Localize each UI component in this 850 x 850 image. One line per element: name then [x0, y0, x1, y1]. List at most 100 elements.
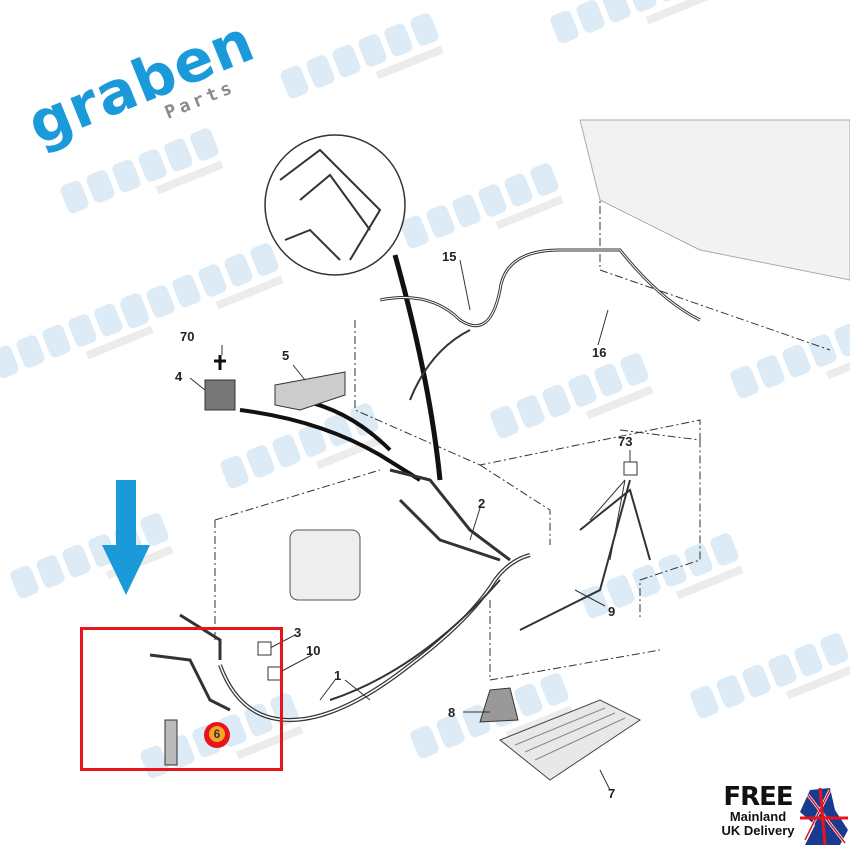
watermark-letter-shape	[576, 0, 605, 33]
callout-73: 73	[618, 434, 633, 449]
watermark-letter-shape	[756, 355, 785, 388]
watermark-letter-shape	[190, 128, 219, 161]
watermark	[10, 513, 174, 599]
highlight-box	[80, 627, 283, 771]
watermark	[490, 353, 654, 439]
watermark-letter-shape	[60, 180, 89, 214]
watermark-letter-shape	[516, 395, 545, 428]
watermark-letter-shape	[690, 685, 719, 719]
watermark-letter-shape	[86, 170, 115, 203]
pump-drawing	[289, 529, 361, 601]
watermark-sub-shape	[315, 435, 384, 470]
watermark-letter-shape	[410, 13, 439, 46]
watermark	[550, 0, 714, 44]
watermark-letter-shape	[594, 363, 623, 397]
watermark-letter-shape	[808, 334, 837, 367]
badge-uk-delivery: UK Delivery	[721, 823, 795, 838]
watermark-sub-shape	[375, 45, 444, 80]
injector-drawing	[164, 719, 178, 766]
bracket-4-drawing	[204, 379, 236, 411]
watermark-letter-shape	[530, 163, 559, 196]
uk-flag-map-icon	[800, 787, 848, 846]
callout-16: 16	[592, 345, 607, 360]
watermark-letter-shape	[198, 264, 227, 297]
watermark-letter-shape	[658, 554, 687, 587]
watermark-letter-shape	[36, 555, 65, 588]
watermark	[400, 163, 564, 249]
callout-3: 3	[294, 625, 302, 640]
watermark-letter-shape	[384, 23, 413, 57]
watermark-letter-shape	[332, 44, 361, 78]
watermark-letter-shape	[220, 455, 249, 489]
watermark-letter-shape	[146, 285, 175, 318]
badge-free: FREE	[723, 782, 793, 812]
callout-6: 6	[209, 726, 225, 742]
watermark-letter-shape	[654, 0, 683, 2]
watermark-letter-shape	[628, 0, 657, 12]
watermark-letter-shape	[436, 715, 465, 748]
watermark-letter-shape	[16, 335, 45, 368]
watermark-sub-shape	[675, 565, 744, 600]
watermark	[730, 323, 850, 399]
watermark-letter-shape	[782, 344, 811, 378]
callout-70: 70	[180, 329, 195, 344]
watermark-letter-shape	[250, 243, 279, 276]
watermark-letter-shape	[94, 303, 123, 337]
callout-2: 2	[478, 496, 486, 511]
watermark-letter-shape	[602, 0, 631, 23]
watermark-sub-shape	[215, 275, 284, 310]
watermark-letter-shape	[306, 55, 335, 88]
watermark-letter-shape	[514, 683, 543, 717]
down-arrow-icon	[102, 480, 150, 595]
watermark-letter-shape	[298, 424, 327, 457]
callout-5: 5	[282, 348, 290, 363]
watermark-letter-shape	[542, 384, 571, 418]
watermark-sub-shape	[235, 725, 304, 760]
watermark-letter-shape	[68, 314, 97, 347]
watermark-letter-shape	[0, 345, 19, 379]
watermark-letter-shape	[138, 149, 167, 182]
watermark-letter-shape	[410, 725, 439, 759]
watermark-sub-shape	[585, 385, 654, 420]
watermark-letter-shape	[820, 633, 849, 666]
watermark-letter-shape	[140, 513, 169, 546]
watermark	[120, 243, 284, 329]
watermark	[690, 633, 850, 719]
watermark-letter-shape	[540, 673, 569, 706]
watermark-letter-shape	[490, 405, 519, 439]
watermark-sub-shape	[825, 345, 850, 380]
watermark-letter-shape	[632, 564, 661, 598]
watermark-sub-shape	[495, 195, 564, 230]
watermark	[280, 13, 444, 99]
callout-10: 10	[306, 643, 321, 658]
watermark-letter-shape	[580, 585, 609, 619]
watermark-letter-shape	[62, 544, 91, 578]
watermark-letter-shape	[504, 173, 533, 207]
watermark	[220, 403, 384, 489]
watermark-letter-shape	[246, 445, 275, 478]
watermark-letter-shape	[684, 543, 713, 577]
watermark-letter-shape	[834, 323, 850, 357]
watermark-letter-shape	[452, 194, 481, 228]
watermark-letter-shape	[768, 654, 797, 687]
callout-4: 4	[175, 369, 183, 384]
callout-15: 15	[442, 249, 457, 264]
watermark-letter-shape	[112, 159, 141, 193]
watermark-sub-shape	[85, 325, 154, 360]
watermark-letter-shape	[164, 138, 193, 172]
free-delivery-badge: FREE Mainland UK Delivery	[718, 784, 798, 838]
watermark	[60, 128, 224, 214]
watermark-letter-shape	[550, 10, 579, 44]
watermark-letter-shape	[224, 253, 253, 287]
watermark-letter-shape	[172, 274, 201, 308]
callout-9: 9	[608, 604, 616, 619]
watermark-letter-shape	[716, 675, 745, 708]
watermark	[580, 533, 744, 619]
watermark-letter-shape	[400, 215, 429, 249]
watermark-letter-shape	[42, 324, 71, 358]
assembly-outline	[214, 190, 831, 681]
watermark-letter-shape	[606, 575, 635, 608]
watermark-letter-shape	[358, 34, 387, 67]
